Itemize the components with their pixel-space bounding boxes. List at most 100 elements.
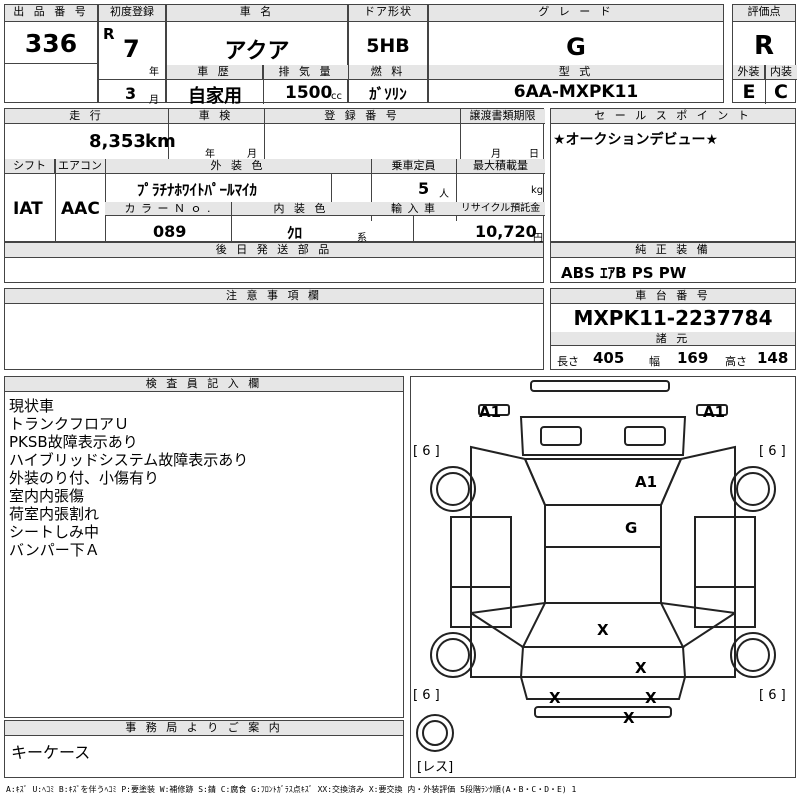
chassis-cell: 車 台 番 号 MXPK11-2237784 諸 元 長さ 405 幅 169 … bbox=[550, 288, 796, 370]
sales-point-label: セ ー ル ス ポ イ ン ト bbox=[551, 109, 795, 124]
width: 169 bbox=[677, 349, 709, 367]
chassis-number-label: 車 台 番 号 bbox=[551, 289, 795, 304]
car-name-cell: 車 名 アクア 車 歴 排 気 量 自家用 1500 cc bbox=[166, 4, 349, 107]
remark-line: シートしみ中 bbox=[9, 523, 100, 541]
car-outline-svg: A1 A1 A1 G X X X X X [ 6 ] [ 6 ] [ 6 ] [… bbox=[413, 380, 786, 775]
inspection-year-unit: 年 bbox=[205, 149, 215, 160]
length-label: 長さ bbox=[557, 355, 579, 368]
sales-point-cell: セ ー ル ス ポ イ ン ト ★オークションデビュー★ bbox=[550, 108, 796, 242]
inspector-remarks-label: 検 査 員 記 入 欄 bbox=[5, 377, 403, 392]
tire-label-rear-left: [ 6 ] bbox=[413, 688, 440, 703]
aircon-type: AAC bbox=[61, 199, 100, 219]
first-registration-cell: 初度登録 R 7 年 3 月 bbox=[98, 4, 166, 106]
mileage-label: 走 行 bbox=[5, 109, 168, 124]
spec-label: 諸 元 bbox=[551, 332, 795, 346]
tire-label-front-right: [ 6 ] bbox=[759, 444, 786, 459]
remark-line: PKSB故障表示あり bbox=[9, 433, 138, 451]
remark-line: トランクフロアＵ bbox=[9, 415, 130, 433]
lot-number-cell: 出 品 番 号 336 bbox=[4, 4, 98, 103]
capacity: 5 bbox=[418, 179, 430, 198]
length: 405 bbox=[593, 349, 625, 367]
month-unit: 月 bbox=[149, 95, 159, 106]
equipment: ABS ｴｱB PS PW bbox=[561, 264, 687, 282]
history-label: 車 歴 bbox=[167, 65, 263, 80]
grade-cell: グ レ ー ド G 型 式 6AA-MXPK11 bbox=[428, 4, 724, 103]
exterior-label: 外装 bbox=[733, 65, 765, 80]
door-cell: ドア形状 5HB 燃 料 ｶﾞｿﾘﾝ bbox=[348, 4, 428, 103]
equipment-label: 純 正 装 備 bbox=[551, 243, 795, 258]
transfer-day-unit: 日 bbox=[529, 149, 539, 160]
max-load-label: 最大積載量 bbox=[456, 159, 545, 174]
height-label: 高さ bbox=[725, 355, 747, 368]
height: 148 bbox=[757, 349, 789, 367]
history: 自家用 bbox=[188, 86, 242, 107]
interior-score: C bbox=[774, 81, 788, 103]
damage-mark-trunk: X bbox=[635, 659, 647, 677]
mileage-unit: km bbox=[145, 131, 176, 152]
damage-mark-rear-window: X bbox=[597, 621, 609, 639]
inspector-remarks: 現状車 トランクフロアＵ PKSB故障表示あり ハイブリッドシステム故障表示あり… bbox=[9, 397, 248, 559]
remark-line: バンパー下Ａ bbox=[9, 541, 100, 559]
tire-label-front-left: [ 6 ] bbox=[413, 444, 440, 459]
tire-label-rear-right: [ 6 ] bbox=[759, 688, 786, 703]
interior-color-label: 内 装 色 bbox=[231, 202, 371, 216]
later-parts-cell: 後 日 発 送 部 品 bbox=[4, 242, 544, 283]
registration-number-label: 登 録 番 号 bbox=[264, 109, 460, 124]
max-load-unit: kg bbox=[531, 185, 544, 196]
inspector-remarks-cell: 検 査 員 記 入 欄 現状車 トランクフロアＵ PKSB故障表示あり ハイブリ… bbox=[4, 376, 404, 718]
later-parts-label: 後 日 発 送 部 品 bbox=[5, 243, 543, 258]
damage-mark-windshield-chip: G bbox=[625, 519, 637, 537]
remark-line: 現状車 bbox=[9, 397, 55, 415]
first-registration-label: 初度登録 bbox=[99, 5, 165, 22]
era-letter: R bbox=[103, 25, 115, 43]
damage-mark-windshield: A1 bbox=[635, 473, 657, 491]
damage-mark-front-right: A1 bbox=[703, 403, 725, 421]
lot-number: 336 bbox=[24, 29, 78, 58]
chassis-number: MXPK11-2237784 bbox=[573, 306, 773, 330]
fuel: ｶﾞｿﾘﾝ bbox=[369, 85, 407, 103]
aircon-label: エアコン bbox=[55, 159, 105, 174]
car-name-label: 車 名 bbox=[167, 5, 347, 22]
recycle-fee-label: リサイクル預託金 bbox=[456, 202, 545, 216]
office-notice: キーケース bbox=[11, 743, 91, 762]
recycle-fee-unit: 円 bbox=[533, 233, 543, 244]
damage-legend: A:ｷｽﾞ U:ﾍｺﾐ B:ｷｽﾞを伴うﾍｺﾐ P:要塗装 W:補修跡 S:錆 … bbox=[6, 785, 577, 794]
inspection-label: 車 検 bbox=[168, 109, 264, 124]
grade: G bbox=[566, 33, 586, 61]
import-label: 輸 入 車 bbox=[371, 202, 456, 216]
damage-mark-rear-bumper: X bbox=[623, 709, 635, 727]
remark-line: ハイブリッドシステム故障表示あり bbox=[9, 451, 249, 469]
door-type: 5HB bbox=[366, 35, 410, 57]
overall-score: R bbox=[753, 31, 775, 61]
transfer-deadline-label: 譲渡書類期限 bbox=[460, 109, 545, 124]
fuel-label: 燃 料 bbox=[349, 65, 427, 80]
office-notice-cell: 事 務 局 よ り ご 案 内 キーケース bbox=[4, 720, 404, 778]
displacement-unit: cc bbox=[331, 91, 342, 102]
spare-tire-label: [レス] bbox=[417, 760, 453, 775]
vehicle-detail-block: 走 行 車 検 登 録 番 号 譲渡書類期限 8,353 km 年 月 月 日 … bbox=[4, 108, 545, 244]
remark-line: 室内内張傷 bbox=[9, 487, 85, 505]
interior-label: 内装 bbox=[765, 65, 797, 80]
capacity-label: 乗車定員 bbox=[371, 159, 456, 174]
mileage: 8,353 bbox=[89, 131, 146, 152]
score-label: 評価点 bbox=[733, 5, 795, 22]
caution-label: 注 意 事 項 欄 bbox=[5, 289, 543, 304]
recycle-fee: 10,720 bbox=[475, 222, 537, 241]
car-diagram: A1 A1 A1 G X X X X X [ 6 ] [ 6 ] [ 6 ] [… bbox=[410, 376, 796, 778]
model-code: 6AA-MXPK11 bbox=[513, 82, 639, 102]
shift-label: シフト bbox=[5, 159, 55, 174]
color-number-label: カ ラ ー Ｎ ｏ . bbox=[105, 202, 231, 216]
sales-point: ★オークションデビュー★ bbox=[553, 132, 719, 148]
damage-mark-front-left: A1 bbox=[479, 403, 501, 421]
model-label: 型 式 bbox=[429, 65, 723, 80]
score-cell: 評価点 R 外装 内装 E C bbox=[732, 4, 797, 104]
remark-line: 外装のり付、小傷有り bbox=[9, 469, 160, 487]
year-unit: 年 bbox=[149, 67, 159, 78]
lot-number-label: 出 品 番 号 bbox=[5, 5, 97, 22]
displacement-label: 排 気 量 bbox=[263, 65, 349, 80]
remark-line: 荷室内張割れ bbox=[9, 505, 100, 523]
displacement: 1500 bbox=[285, 83, 333, 103]
damage-mark-rear-right: X bbox=[645, 689, 657, 707]
exterior-color: ﾌﾟﾗﾁﾅﾎﾜｲﾄﾊﾟｰﾙﾏｲｶ bbox=[137, 181, 258, 199]
door-label: ドア形状 bbox=[349, 5, 427, 22]
